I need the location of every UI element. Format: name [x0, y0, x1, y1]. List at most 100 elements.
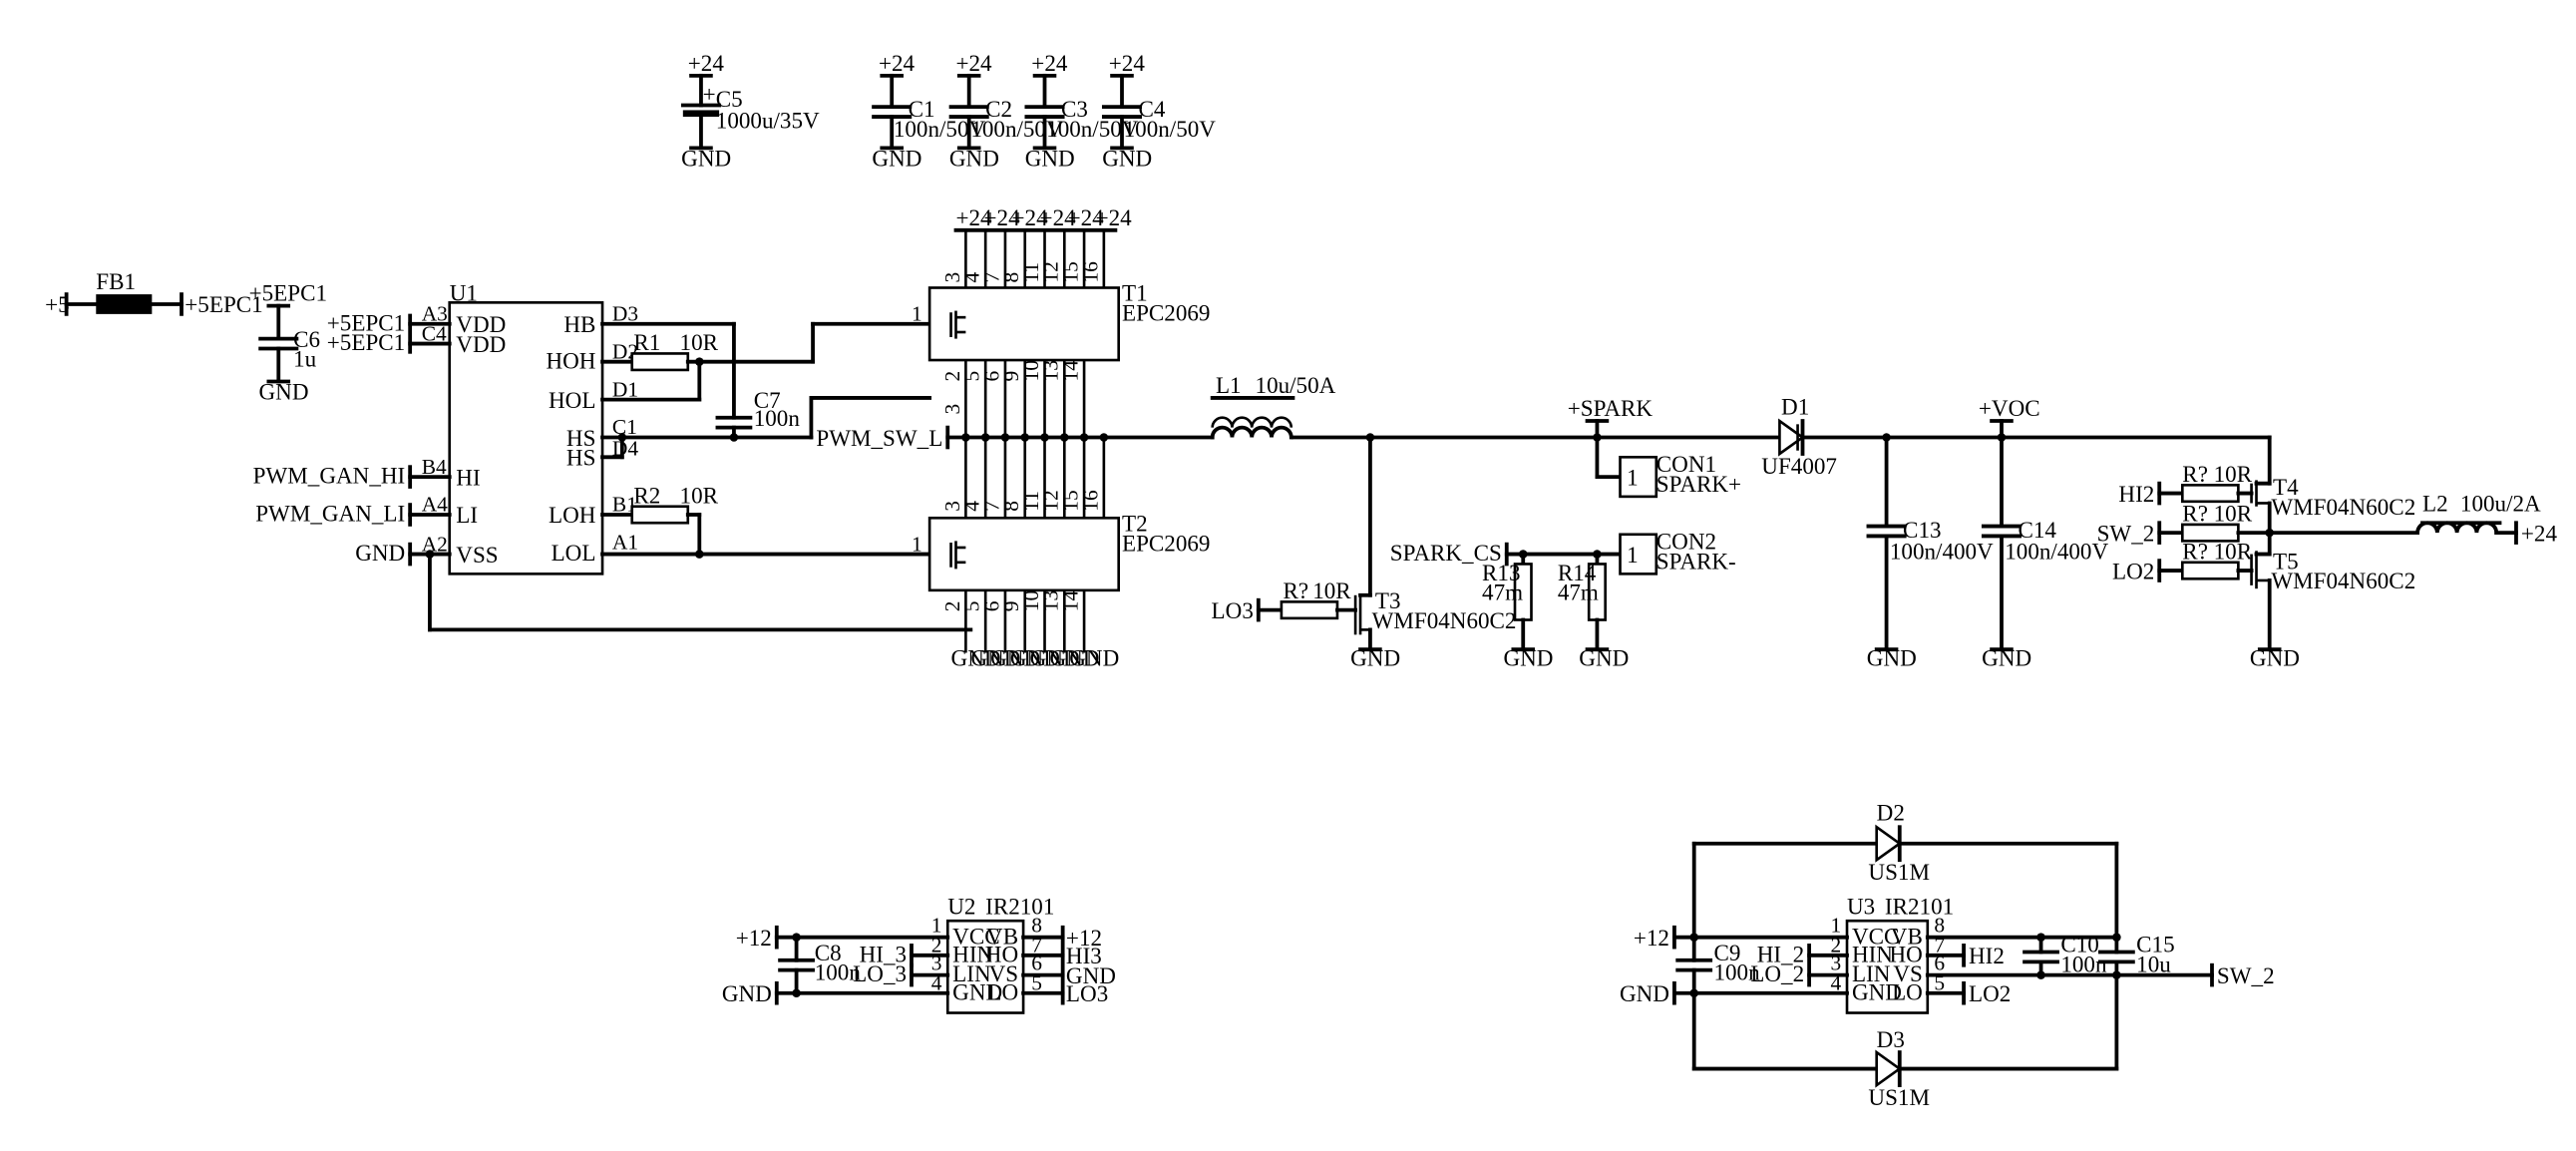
- svg-text:7: 7: [1031, 934, 1042, 958]
- component-value: 100n/400V: [2005, 539, 2108, 565]
- svg-text:3: 3: [940, 501, 964, 512]
- rail-label: GND: [1620, 980, 1669, 1006]
- component-value: 1u: [293, 346, 317, 372]
- component-value: 10R: [2214, 539, 2253, 565]
- transistor-t2: 3 4 7 8 11 12 15 16 1 T2 EPC2069 2 5 6 9…: [912, 437, 1210, 671]
- component-value: 10R: [2214, 461, 2253, 487]
- svg-text:LI: LI: [456, 502, 478, 528]
- net-label: PWM_GAN_HI: [253, 463, 406, 489]
- net-label: HI2: [2118, 481, 2154, 507]
- svg-text:2: 2: [940, 601, 964, 612]
- svg-text:+24: +24: [1012, 204, 1049, 230]
- component-ref: C8: [815, 940, 842, 965]
- svg-text:9: 9: [999, 601, 1023, 612]
- switch-node: PWM_SW_L: [816, 425, 1215, 451]
- svg-text:D3: D3: [612, 301, 638, 325]
- component-value: 10R: [2214, 501, 2253, 527]
- svg-text:A4: A4: [422, 493, 448, 517]
- component-ref: C15: [2136, 932, 2174, 958]
- svg-text:5: 5: [1031, 970, 1042, 994]
- component-ref: C2: [985, 96, 1012, 122]
- component-part: UF4007: [1761, 453, 1837, 479]
- svg-text:LOL: LOL: [552, 540, 596, 566]
- svg-text:GND: GND: [1030, 645, 1080, 671]
- svg-text:7: 7: [979, 272, 1003, 283]
- svg-text:2: 2: [940, 371, 964, 382]
- svg-text:D4: D4: [612, 437, 638, 461]
- rail-label: GND: [1350, 645, 1400, 671]
- svg-text:+: +: [703, 81, 716, 107]
- component-value: 10R: [1312, 577, 1351, 603]
- svg-text:C4: C4: [422, 321, 447, 345]
- svg-text:VCC: VCC: [1852, 923, 1899, 949]
- component-ref: R?: [2182, 461, 2208, 487]
- net-label: SPARK_CS: [1390, 540, 1502, 566]
- component-ref: R13: [1482, 560, 1520, 585]
- rail-label: GND: [1982, 645, 2031, 671]
- net-label: LO2: [2112, 558, 2154, 583]
- ferrite-bead-fb1: +5 FB1 +5EPC1: [45, 268, 263, 317]
- rail-label: GND: [1503, 645, 1553, 671]
- svg-text:4: 4: [931, 970, 942, 994]
- svg-text:HB: HB: [563, 311, 595, 337]
- svg-text:LOH: LOH: [549, 502, 595, 528]
- svg-text:3: 3: [940, 272, 964, 283]
- svg-text:11: 11: [1019, 491, 1043, 512]
- svg-text:GND: GND: [970, 645, 1020, 671]
- svg-text:4: 4: [1831, 970, 1842, 994]
- gate-driver-u2: U2 IR2101 1 2 3 4 VCC HIN LIN GND VB HO …: [722, 894, 1116, 1014]
- component-ref: C4: [1138, 96, 1165, 122]
- svg-text:VDD: VDD: [456, 331, 506, 357]
- component-value: 100n: [754, 405, 801, 431]
- svg-text:2: 2: [1831, 934, 1842, 958]
- component-value: 47m: [1482, 579, 1523, 605]
- decoupling-capacitor-c4: +24 C4 100n/50V GND: [1101, 50, 1216, 172]
- half-bridge-t4-t5: GND HI2 R? 10R T4 WMF04N60C2 SW_2 R? 10R…: [2097, 435, 2419, 671]
- diode-d1: D1 UF4007: [1761, 393, 1837, 478]
- component-ref: D1: [1781, 393, 1809, 419]
- net-label: +5EPC1: [327, 309, 405, 335]
- component-value: 100n/50V: [970, 116, 1063, 142]
- svg-text:12: 12: [1039, 261, 1063, 282]
- component-part: IR2101: [1885, 894, 1954, 920]
- svg-text:VS: VS: [1893, 960, 1923, 986]
- net-label: HI_3: [860, 941, 907, 966]
- svg-text:1: 1: [1627, 542, 1639, 568]
- svg-text:16: 16: [1078, 261, 1102, 283]
- svg-text:1: 1: [1627, 464, 1639, 490]
- net-label: GND: [355, 540, 405, 566]
- svg-text:6: 6: [979, 600, 1003, 611]
- component-ref: R14: [1558, 560, 1597, 585]
- capacitor-c13: C13 100n/400V GND: [1866, 433, 1994, 671]
- net-label: LO3: [1212, 597, 1254, 623]
- rail-label: GND: [681, 146, 731, 172]
- svg-text:2: 2: [931, 934, 942, 958]
- component-part: EPC2069: [1122, 530, 1210, 556]
- component-part: IR2101: [985, 894, 1054, 920]
- svg-text:8: 8: [1031, 914, 1042, 938]
- svg-text:VS: VS: [989, 960, 1019, 986]
- rail-label: GND: [2250, 645, 2300, 671]
- rail-label: +SPARK: [1568, 395, 1654, 421]
- rail-label: +24: [955, 50, 992, 76]
- rail-label: +24: [1031, 50, 1068, 76]
- component-ref: T5: [2273, 548, 2299, 574]
- net-label: HI_2: [1757, 941, 1804, 966]
- rail-label: +5EPC1: [184, 291, 262, 317]
- component-part: WMF04N60C2: [1372, 607, 1517, 633]
- component-name: SPARK-: [1656, 548, 1736, 574]
- rail-label: GND: [1579, 645, 1629, 671]
- net-label: +5EPC1: [327, 329, 405, 355]
- svg-text:D1: D1: [612, 377, 638, 401]
- svg-text:4: 4: [960, 501, 984, 512]
- component-value: 1000u/35V: [716, 108, 820, 134]
- component-ref: R1: [633, 329, 660, 355]
- svg-text:1: 1: [1831, 914, 1842, 938]
- svg-text:15: 15: [1058, 490, 1082, 511]
- svg-text:HO: HO: [985, 941, 1018, 966]
- svg-text:3: 3: [940, 404, 964, 415]
- component-ref: T2: [1122, 510, 1148, 536]
- component-value: 100n: [815, 959, 862, 985]
- svg-text:1: 1: [912, 301, 922, 325]
- component-part: WMF04N60C2: [2271, 494, 2415, 520]
